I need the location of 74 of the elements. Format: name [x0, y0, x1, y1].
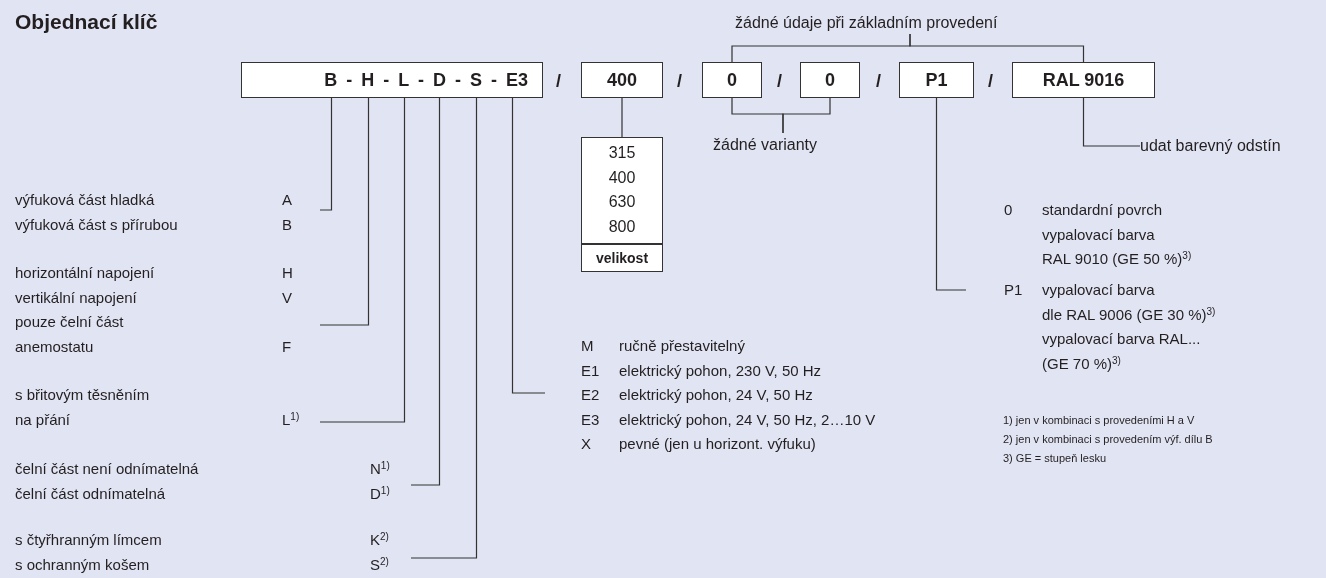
option-description: horizontální napojení: [15, 263, 155, 283]
note-text: udat barevný odstín: [1140, 134, 1324, 158]
leader-line: [319, 97, 406, 423]
code-box: 0: [702, 62, 762, 98]
size-value: 800: [607, 216, 637, 237]
leader-line: [511, 97, 546, 394]
option-description: elektrický pohon, 24 V, 50 Hz, 2…10 V: [619, 409, 876, 430]
option-description: RAL 9010 (GE 50 %)$^{3)}$: [1042, 249, 1192, 269]
leader-line: [1082, 97, 1141, 147]
separator: /: [556, 70, 561, 93]
option-code: E3: [581, 409, 600, 430]
option-description: čelní část není odnímatelná: [15, 459, 199, 479]
note-text: žádné údaje při základním provedení: [735, 11, 1085, 34]
option-description: vertikální napojení: [15, 287, 137, 308]
option-description: pouze čelní část anemostatu: [15, 312, 125, 357]
leader-line: [319, 97, 370, 326]
option-description: čelní část odnímatelná: [15, 483, 166, 504]
option-description: (GE 70 %)$^{3)}$: [1042, 353, 1121, 374]
separator: /: [876, 70, 881, 93]
option-code: E2: [581, 385, 600, 405]
code-box: 0: [800, 62, 860, 98]
option-description: elektrický pohon, 230 V, 50 Hz: [619, 360, 822, 381]
option-code: M: [581, 336, 594, 356]
footnote: 1) jen v kombinaci s provedeními H a V: [1003, 413, 1195, 428]
leader-line: [410, 97, 441, 486]
order-code-box: B - H - L - D - S - E3: [241, 62, 543, 98]
option-code: E1: [581, 360, 600, 381]
option-description: s břitovým těsněním na přání: [15, 385, 151, 430]
option-description: s čtyřhranným límcem: [15, 530, 162, 550]
size-value: 630: [607, 192, 637, 212]
option-description: s ochranným košem: [15, 554, 150, 575]
option-code: F: [282, 336, 292, 357]
option-code: K$^{2)}$: [370, 530, 389, 550]
separator: /: [677, 70, 682, 93]
option-code: H: [282, 263, 293, 283]
size-value: 315: [607, 143, 637, 163]
footnote: 2) jen v kombinaci s provedením výf. dílu B: [1003, 432, 1213, 447]
leader-line: [782, 97, 831, 134]
size-value: 400: [607, 167, 637, 188]
separator: /: [777, 70, 782, 93]
leader-line: [621, 97, 623, 138]
option-description: ručně přestavitelný: [619, 336, 745, 356]
leader-line: [319, 97, 333, 211]
leader-line: [909, 33, 1085, 63]
size-table: [581, 137, 663, 272]
option-description: vypalovací barva: [1042, 224, 1155, 245]
option-code: A: [282, 190, 292, 210]
option-code: D$^{1)}$: [370, 483, 390, 504]
code-box: RAL 9016: [1012, 62, 1155, 98]
option-description: dle RAL 9006 (GE 30 %)$^{3)}$: [1042, 304, 1216, 325]
code-box: P1: [899, 62, 974, 98]
option-code: L$^{1)}$: [282, 409, 300, 430]
code-box: 400: [581, 62, 663, 98]
option-code: P1: [1004, 280, 1023, 300]
option-description: výfuková část hladká: [15, 190, 155, 210]
note-text: žádné varianty: [713, 133, 853, 157]
option-description: elektrický pohon, 24 V, 50 Hz: [619, 385, 813, 405]
size-label: velikost: [594, 249, 650, 268]
leader-line: [410, 97, 478, 559]
leader-line: [935, 97, 967, 291]
option-description: výfuková část s přírubou: [15, 214, 178, 235]
option-description: standardní povrch: [1042, 200, 1163, 220]
option-code: B: [282, 214, 292, 235]
title: Objednací klíč: [15, 9, 158, 35]
option-description: pevné (jen u horizont. výfuku): [619, 434, 816, 454]
option-code: V: [282, 287, 292, 308]
option-description: vypalovací barva: [1042, 280, 1155, 300]
option-code: S$^{2)}$: [370, 554, 389, 575]
option-code: N$^{1)}$: [370, 459, 390, 479]
option-code: 0: [1004, 200, 1013, 220]
separator: /: [988, 70, 993, 93]
option-code: X: [581, 434, 591, 454]
option-description: vypalovací barva RAL...: [1042, 329, 1201, 349]
footnote: 3) GE = stupeň lesku: [1003, 451, 1107, 466]
